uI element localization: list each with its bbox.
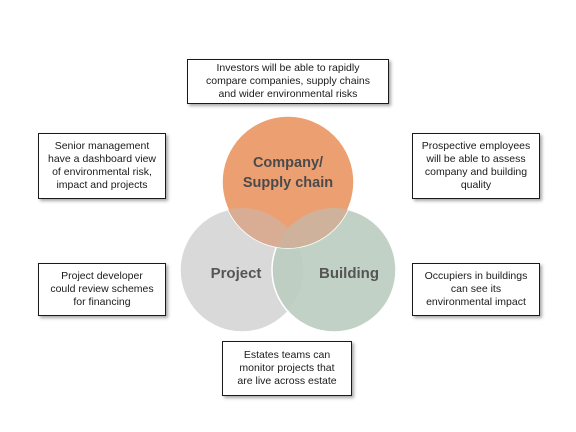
project-label: Project xyxy=(211,265,262,282)
investors-callout: Investors will be able to rapidly compar… xyxy=(187,59,389,104)
occupiers-callout: Occupiers in buildings can see its envir… xyxy=(412,263,540,316)
prospective-employees-callout: Prospective employees will be able to as… xyxy=(412,133,540,199)
senior-management-callout: Senior management have a dashboard view … xyxy=(38,133,166,199)
project-developer-callout: Project developer could review schemes f… xyxy=(38,263,166,316)
building-label: Building xyxy=(319,265,379,282)
company-overlaps xyxy=(222,208,354,248)
company-label-line1: Company/ xyxy=(253,155,323,171)
estates-teams-callout: Estates teams can monitor projects that … xyxy=(222,341,352,396)
company-label-line2: Supply chain xyxy=(243,175,333,191)
